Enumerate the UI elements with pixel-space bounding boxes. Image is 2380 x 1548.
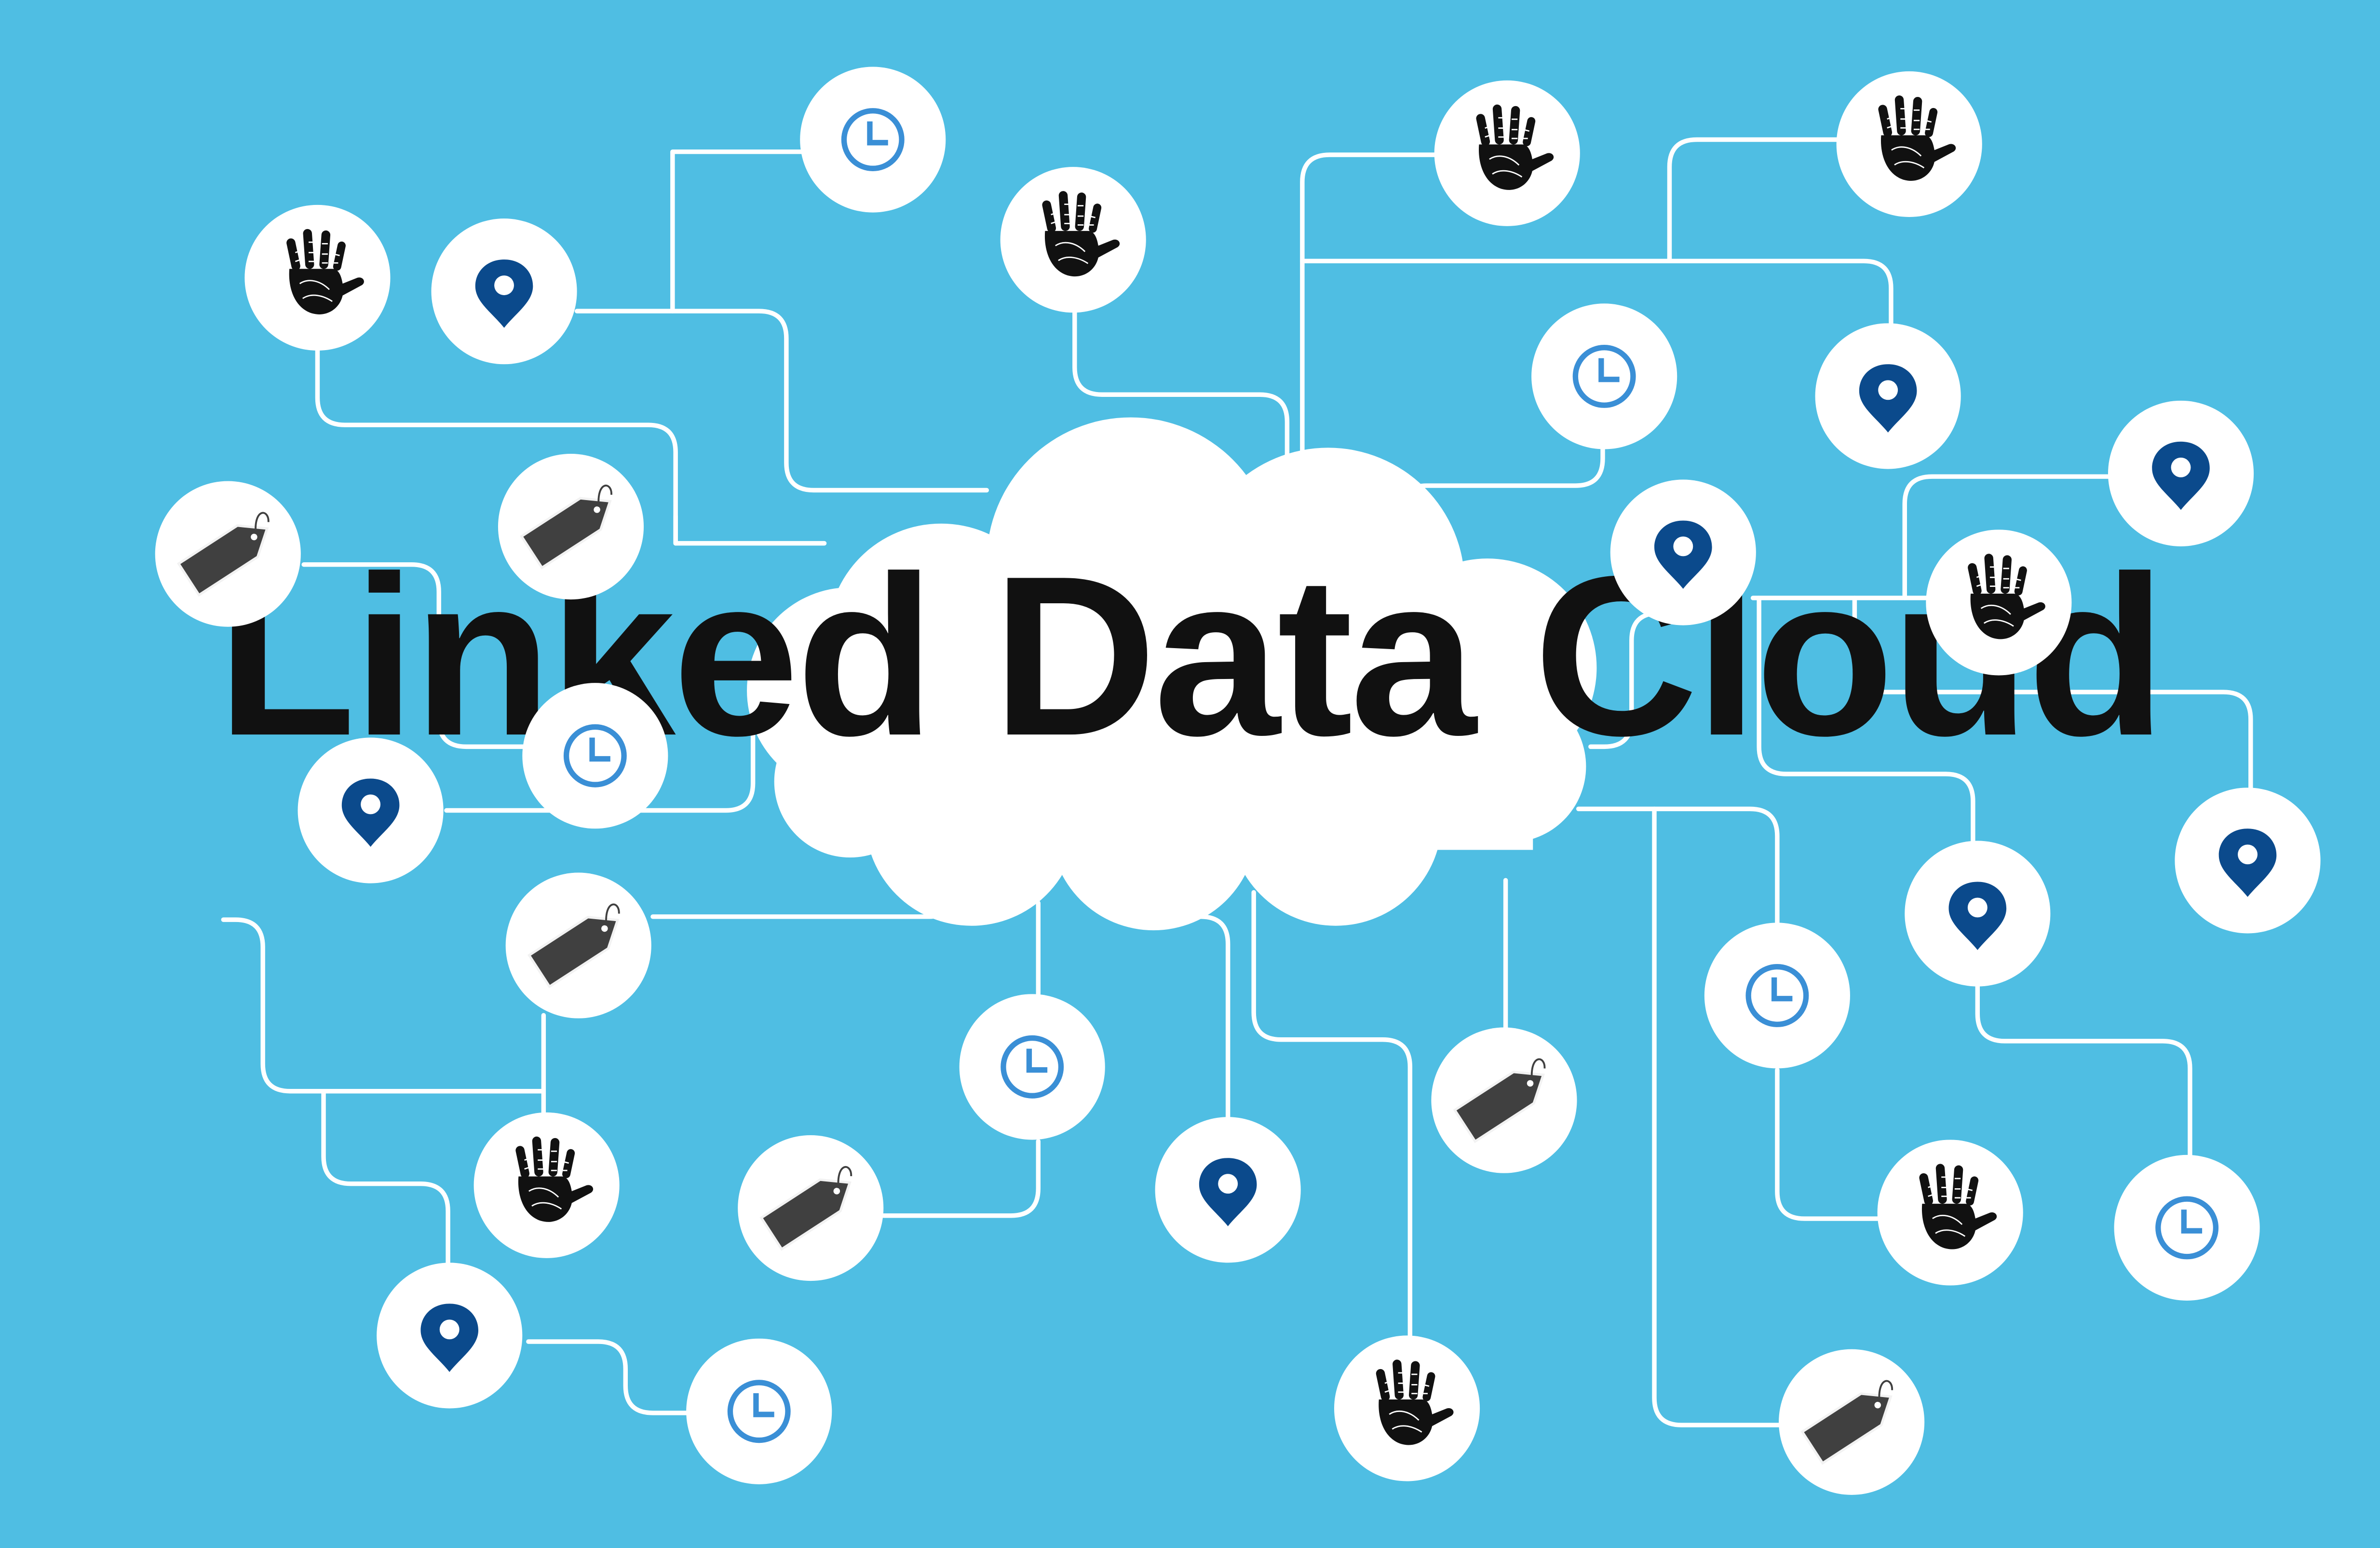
node-clock [1531, 303, 1677, 449]
connector-line [321, 1089, 450, 1267]
node-hand [1836, 71, 1982, 217]
node-tag [1431, 1027, 1577, 1173]
node-location-pin [2108, 400, 2254, 546]
node-location-pin [431, 218, 577, 365]
node-location-pin [1815, 323, 1961, 469]
connector-line [444, 665, 756, 813]
connector-line [1902, 474, 2112, 600]
connector-line [1667, 137, 1839, 264]
node-clock [800, 67, 946, 213]
node-circle [686, 1338, 832, 1484]
connector-lines [221, 137, 2253, 1427]
node-location-pin [1610, 479, 1756, 625]
node-circle [1704, 923, 1850, 1069]
node-tag [498, 453, 644, 600]
connector-line [670, 149, 804, 313]
node-clock [1704, 923, 1850, 1069]
node-clock [2114, 1154, 2260, 1301]
connector-line [315, 347, 827, 546]
connector-line [1576, 806, 1780, 925]
node-tag [1779, 1349, 1925, 1495]
connector-line [221, 917, 546, 1094]
connector-line [301, 562, 527, 749]
node-location-pin [298, 737, 444, 883]
node-hand [1334, 1335, 1480, 1481]
connector-line [1975, 984, 2192, 1159]
node-hand [473, 1112, 620, 1258]
node-tag [155, 481, 301, 627]
connector-line [1072, 310, 1290, 470]
connector-line [1300, 258, 1893, 327]
connector-line [1588, 611, 1662, 749]
node-location-pin [2175, 788, 2321, 934]
node-clock [959, 994, 1105, 1140]
cloud-title: Linked Data Cloud [217, 529, 2164, 783]
connector-line [1652, 806, 1781, 1427]
node-hand [1000, 167, 1146, 313]
node-circle [959, 994, 1105, 1140]
node-circle [2114, 1154, 2260, 1301]
node-group [155, 67, 2321, 1495]
node-hand [1877, 1140, 2023, 1286]
connector-line [881, 1139, 1041, 1218]
node-hand [1926, 530, 2072, 676]
node-location-pin [377, 1263, 523, 1409]
node-hand [1434, 80, 1580, 226]
cloud-shape [747, 417, 1597, 931]
node-tag [505, 872, 651, 1018]
connector-line [1757, 596, 1975, 845]
node-hand [244, 204, 391, 351]
node-clock [686, 1338, 832, 1484]
connector-line [1251, 890, 1413, 1338]
node-location-pin [1155, 1117, 1301, 1263]
node-circle [800, 67, 946, 213]
node-circle [1531, 303, 1677, 449]
node-tag [738, 1135, 884, 1281]
connector-line [1300, 152, 1437, 470]
connector-line [1852, 596, 2253, 792]
connector-line [526, 1339, 690, 1415]
node-clock [522, 683, 668, 829]
node-location-pin [1905, 841, 2051, 987]
node-circle [522, 683, 668, 829]
connector-line [574, 309, 989, 493]
connector-line [1775, 1067, 1880, 1221]
